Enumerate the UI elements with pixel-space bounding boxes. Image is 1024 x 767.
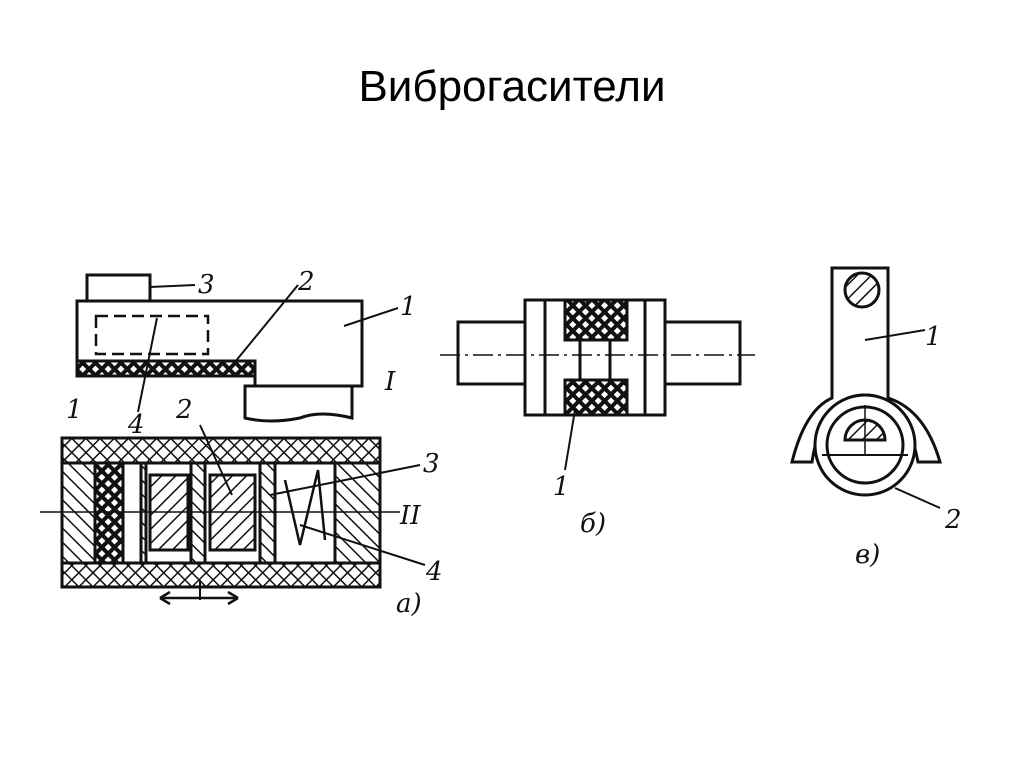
figure-a-labels: 3 2 1 I 1 4 2 3 II 4 а) [66,267,443,619]
label-a-4: 4 [127,410,145,440]
caption-a: а) [396,589,422,619]
figure-b [440,298,755,471]
caption-b: б) [580,509,606,539]
label-a-3: 3 [198,270,215,300]
label-a-1: 1 [400,292,417,322]
label-b-1: 1 [553,472,570,502]
label-v-2: 2 [944,505,962,535]
label-view-II: II [399,501,421,531]
label-a-bot-4: 4 [425,557,443,587]
label-a-bot-2: 2 [175,395,193,425]
figure-a [40,273,426,606]
label-a-2: 2 [297,267,315,297]
label-a-bot-3: 3 [423,449,440,479]
slide-title: Виброгасители [358,62,666,111]
label-v-1: 1 [925,322,942,352]
caption-v: в) [855,540,880,570]
label-view-I: I [384,367,396,397]
figure-v [790,266,942,509]
label-a-bot-1: 1 [66,395,83,425]
